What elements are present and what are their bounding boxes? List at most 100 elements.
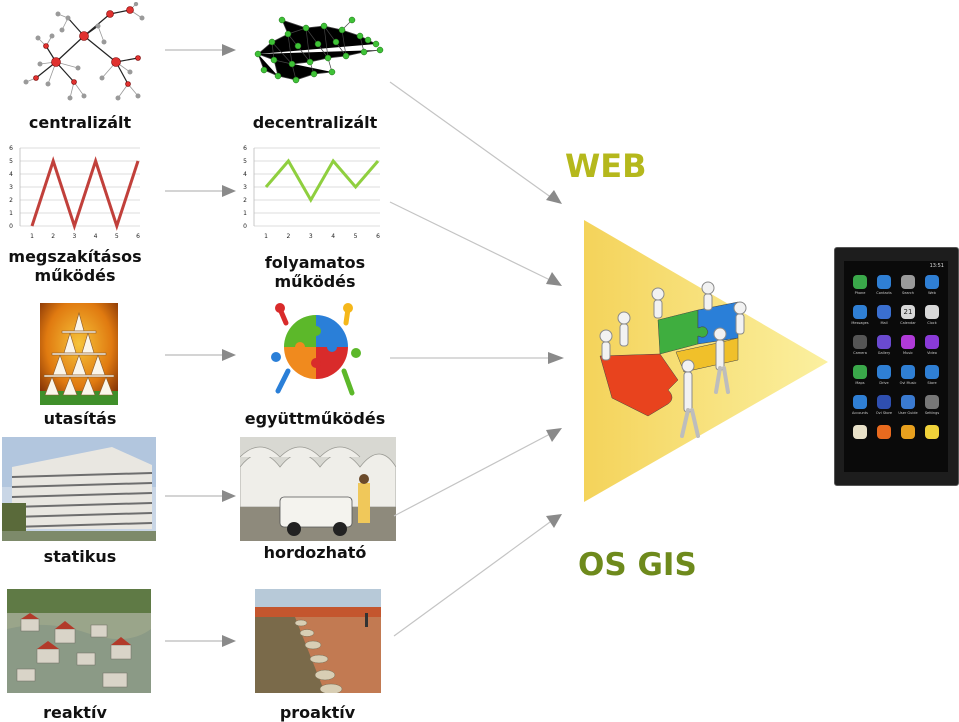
phone-app[interactable] [873,425,895,453]
label-continuous: folyamatos működés [240,253,390,291]
label-intermittent-line2: működés [34,266,116,285]
phone-app-icon [877,425,891,439]
phone-app[interactable]: Web [921,275,943,303]
y-tick-label: 2 [9,197,13,204]
series-line [264,158,380,204]
phone-app[interactable]: Video [921,335,943,363]
phone-app-label: Drive [879,381,889,385]
phone-app-icon [925,395,939,409]
phone-app-label: Phone [854,291,866,295]
phone-app-icon [901,425,915,439]
x-tick-label: 4 [94,233,98,240]
phone-app-label: Settings [924,411,940,415]
office-building-image [2,437,156,541]
phone-app-label: Video [927,351,937,355]
tents-image [240,437,396,541]
y-tick-label: 3 [243,184,247,191]
phone-app-icon [853,335,867,349]
y-tick-label: 2 [243,197,247,204]
x-tick-label: 6 [136,233,140,240]
phone-app[interactable]: Settings [921,395,943,423]
x-tick-label: 3 [309,233,313,240]
phone-app-label: Mail [880,321,888,325]
phone-app[interactable] [897,425,919,453]
x-tick-label: 1 [264,233,268,240]
phone-app-label: Store [927,381,937,385]
phone-app[interactable]: Search [897,275,919,303]
phone-app-label: Clock [927,321,937,325]
phone-app-label: Accounts [852,411,868,415]
label-centralized: centralizált [28,113,132,132]
phone-app[interactable]: User Guide [897,395,919,423]
y-tick-label: 1 [243,210,247,217]
x-tick-label: 3 [72,233,76,240]
y-tick-label: 5 [243,158,247,165]
label-continuous-line1: folyamatos [264,253,366,272]
phone-app[interactable] [849,425,871,453]
phone-app-icon [877,335,891,349]
phone-app-icon [901,395,915,409]
phone-app[interactable] [921,425,943,453]
phone-app[interactable]: Clock [921,305,943,333]
x-tick-label: 1 [30,233,34,240]
phone-app[interactable]: Mail [873,305,895,333]
puzzle-team-image [599,281,747,438]
label-decentralized: decentralizált [252,113,378,132]
phone-app[interactable]: Drive [873,365,895,393]
phone-app[interactable]: Phone [849,275,871,303]
phone-app-label: Search [901,291,915,295]
phone-app-label: Ovi Store [875,411,893,415]
x-tick-label: 5 [115,233,119,240]
network-decentralized-icon [254,16,384,84]
x-tick-label: 5 [354,233,358,240]
phone-app-icon [853,365,867,379]
phone-app-icon [925,275,939,289]
phone-app[interactable]: Ovi Store [873,395,895,423]
phone-app-icon [925,335,939,349]
series-line [30,156,140,231]
phone-app-icon [853,275,867,289]
phone-app-label: Camera [853,351,867,355]
x-tick-label: 2 [286,233,290,240]
label-intermittent: megszakításos működés [0,247,150,285]
phone-app-icon [877,365,891,379]
phone-app-icon [925,425,939,439]
sandbag-levee-image [255,589,381,693]
y-tick-label: 5 [9,158,13,165]
phone-time: 13:51 [929,263,944,269]
network-centralized-icon [23,2,145,101]
y-tick-label: 6 [9,145,13,152]
label-portable: hordozható [263,543,367,562]
phone-app[interactable]: Gallery [873,335,895,363]
phone-app-label: Ovi Music [899,381,917,385]
y-tick-label: 0 [9,223,13,230]
y-tick-label: 6 [243,145,247,152]
phone-app[interactable]: Store [921,365,943,393]
phone-app-icon [853,395,867,409]
phone-app[interactable]: Maps [849,365,871,393]
phone-app[interactable]: Camera [849,335,871,363]
phone-app-label: Maps [855,381,865,385]
x-tick-label: 2 [51,233,55,240]
converging-arrows [389,81,564,637]
arrow-row5 [165,635,236,647]
y-tick-label: 3 [9,184,13,191]
label-instruction: utasítás [43,409,117,428]
phone-app-icon [901,365,915,379]
phone-app[interactable]: Contacts [873,275,895,303]
label-continuous-line2: működés [274,272,356,291]
flood-image [7,589,151,693]
phone-app-icon [853,305,867,319]
phone-app-icon [925,365,939,379]
phone-app-icon [901,335,915,349]
phone-app[interactable]: Ovi Music [897,365,919,393]
arrow-row1 [165,44,236,56]
heading-osgis: OS GIS [578,547,697,583]
phone-app[interactable]: Messages [849,305,871,333]
phone-app[interactable]: Accounts [849,395,871,423]
phone-app-icon: 21 [901,305,915,319]
phone-app[interactable]: Music [897,335,919,363]
